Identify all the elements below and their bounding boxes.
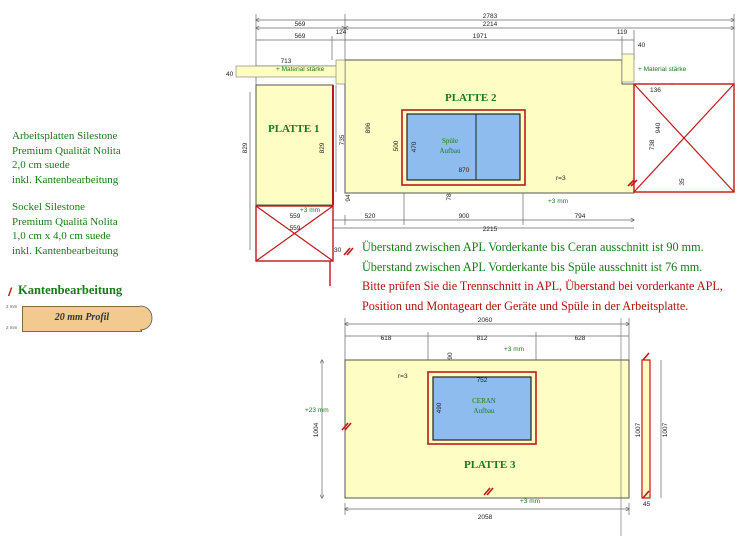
plate-3-label: PLATTE 3 — [464, 459, 516, 471]
svg-text:940: 940 — [655, 122, 662, 133]
edge-finish-title: Kantenbearbeitung — [18, 283, 123, 297]
svg-text:829: 829 — [319, 142, 326, 153]
svg-text:r=3: r=3 — [556, 175, 566, 182]
profile-edge-icon — [140, 305, 153, 331]
edge-bottom-dim: 2 mm — [6, 325, 18, 330]
material-label-left: + Material stärke — [276, 66, 325, 73]
svg-text:r=3: r=3 — [398, 373, 408, 380]
svg-text:896: 896 — [365, 122, 372, 133]
svg-text:752: 752 — [477, 377, 488, 384]
svg-text:+3 mm: +3 mm — [504, 346, 524, 353]
svg-text:500: 500 — [393, 140, 400, 151]
svg-text:470: 470 — [411, 141, 418, 152]
svg-text:618: 618 — [381, 335, 392, 342]
notes: Überstand zwischen APL Vorderkante bis C… — [362, 238, 723, 316]
svg-text:2215: 2215 — [483, 226, 498, 233]
svg-text:2060: 2060 — [478, 317, 493, 324]
svg-text:30: 30 — [334, 247, 342, 254]
note-line: Überstand zwischen APL Vorderkante bis S… — [362, 259, 703, 274]
sink-cutout-frame — [401, 109, 526, 186]
svg-text:1007: 1007 — [662, 422, 669, 437]
svg-text:40: 40 — [226, 71, 234, 78]
note-line: Überstand zwischen APL Vorderkante bis C… — [362, 240, 704, 254]
edge-top-dim: 2 mm — [6, 304, 18, 309]
svg-text:569: 569 — [295, 33, 306, 40]
svg-text:794: 794 — [575, 213, 586, 220]
svg-text:713: 713 — [281, 58, 292, 65]
svg-text:735: 735 — [339, 134, 346, 145]
svg-text:119: 119 — [617, 29, 628, 36]
svg-text:628: 628 — [575, 335, 586, 342]
hob-sub-label: Aufbau — [474, 407, 495, 415]
svg-text:+3 mm: +3 mm — [548, 198, 568, 205]
svg-text:2783: 2783 — [483, 13, 498, 20]
svg-text:124: 124 — [336, 29, 347, 36]
svg-text:+23 mm: +23 mm — [305, 407, 329, 414]
svg-text:520: 520 — [365, 213, 376, 220]
svg-text:738: 738 — [649, 139, 656, 150]
hob-cutout-frame — [427, 371, 537, 445]
svg-text:35: 35 — [679, 178, 686, 186]
side-panel-right — [641, 359, 651, 499]
svg-text:812: 812 — [477, 335, 488, 342]
svg-text:136: 136 — [650, 87, 661, 94]
svg-text:78: 78 — [446, 193, 453, 201]
svg-text:94: 94 — [345, 194, 352, 202]
svg-text:569: 569 — [295, 21, 306, 28]
svg-text:90: 90 — [447, 352, 454, 360]
note-line: Position und Montageart der Geräte und S… — [362, 298, 689, 313]
svg-text:900: 900 — [459, 213, 470, 220]
svg-text:870: 870 — [459, 167, 470, 174]
edge-marker-icon: // — [8, 284, 13, 299]
plinth-spec: Sockel Silestone Premium Qualitä Nolita … — [12, 201, 119, 257]
svg-text:2214: 2214 — [483, 21, 498, 28]
svg-text:45: 45 — [643, 501, 651, 508]
svg-text:559: 559 — [290, 213, 301, 220]
svg-text:490: 490 — [436, 402, 443, 413]
edge-profile: 20 mm Profil — [22, 306, 142, 332]
dimension-labels: 2783 569 2214 569 1971 124 119 713 40 40… — [226, 13, 686, 521]
svg-text:2058: 2058 — [478, 514, 493, 521]
note-line: Bitte prüfen Sie die Trennschnitt in APL… — [362, 279, 723, 293]
plate-2-label: PLATTE 2 — [445, 92, 497, 104]
svg-text:1007: 1007 — [635, 422, 642, 437]
material-label-right: + Material stärke — [638, 66, 687, 73]
worktop-spec: Arbeitsplatten Silestone Premium Qualitä… — [12, 130, 121, 186]
svg-text:+3 mm: +3 mm — [300, 207, 320, 214]
cut-marks — [341, 179, 650, 499]
svg-text:1971: 1971 — [473, 33, 488, 40]
sink-cutout — [406, 113, 521, 181]
svg-text:1004: 1004 — [313, 422, 320, 437]
sink-label: Spüle — [442, 137, 458, 145]
hob-label: CERAN — [472, 397, 496, 405]
svg-text:559: 559 — [290, 225, 301, 232]
sink-sub-label: Aufbau — [440, 147, 461, 155]
svg-text:40: 40 — [638, 42, 646, 49]
svg-text:829: 829 — [242, 142, 249, 153]
svg-text:+3 mm: +3 mm — [520, 498, 540, 505]
hob-cutout — [432, 376, 532, 441]
plate-1-label: PLATTE 1 — [268, 123, 319, 135]
